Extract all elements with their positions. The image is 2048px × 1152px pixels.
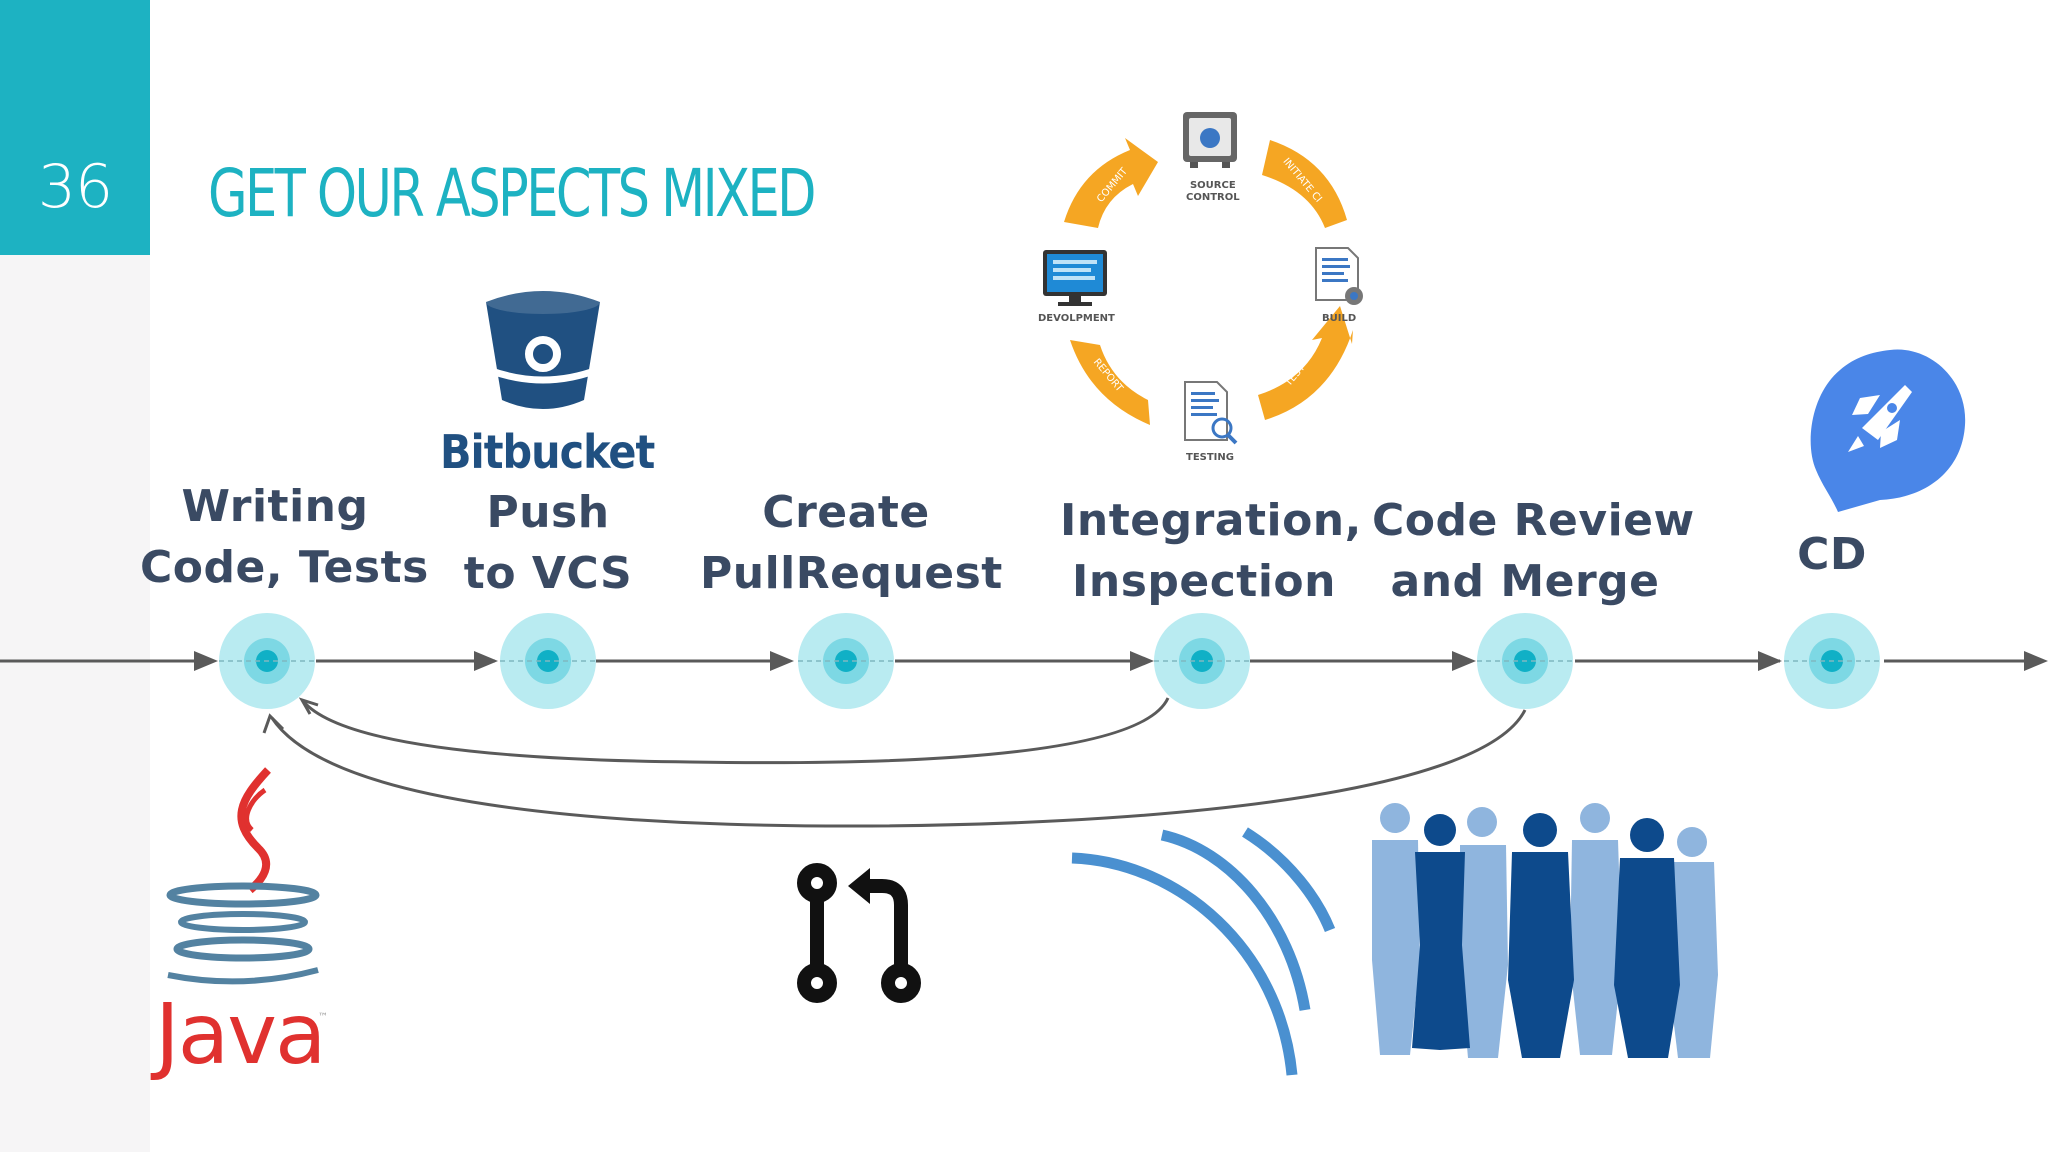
commit-arrow (1064, 138, 1158, 228)
step-node (798, 613, 894, 709)
step-label-line1: Create (762, 487, 930, 538)
ci-development-label: DEVOLPMENT (1038, 313, 1115, 324)
java-logo-icon (166, 767, 320, 985)
testing-document-icon (1184, 381, 1238, 445)
feedback-loops (262, 697, 1527, 828)
step-label-line1: Integration, (1060, 495, 1362, 546)
ci-source-label-line1: SOURCE (1189, 180, 1236, 191)
feedback-loop-review (270, 709, 1527, 828)
step-label-line1: Writing (181, 481, 369, 532)
step-label-cd: CD (1772, 524, 1892, 585)
report-arrow (1070, 340, 1150, 425)
slide-number-box (0, 0, 150, 255)
test-arrow (1258, 306, 1353, 420)
step-label-line1: Code Review (1372, 495, 1695, 546)
source-control-icon (1183, 112, 1237, 168)
step-label-push: Push to VCS (438, 482, 658, 604)
step-label-line1: Push (486, 487, 610, 538)
signal-arcs-icon (1071, 827, 1336, 1076)
ci-testing-label: TESTING (1186, 452, 1234, 463)
slide-title: GET OUR ASPECTS MIXED (208, 155, 816, 232)
step-node (1784, 613, 1880, 709)
people-silhouette-icon (1372, 803, 1718, 1058)
step-label-code-review: Code Review and Merge (1372, 490, 1695, 612)
timeline-nodes (219, 613, 1880, 709)
rocket-icon (1810, 349, 1966, 512)
step-node (1154, 613, 1250, 709)
pull-request-arrow (848, 868, 870, 904)
ci-cycle-icon (1043, 112, 1363, 445)
pull-request-icon (797, 863, 921, 1003)
step-label-line2: and Merge (1390, 556, 1660, 607)
step-node (500, 613, 596, 709)
step-label-create-pr: Create PullRequest (700, 482, 1003, 604)
initiate-arrow (1262, 140, 1347, 228)
step-label-line2: to VCS (463, 548, 633, 599)
step-label-line2: Inspection (1072, 556, 1336, 607)
step-node (219, 613, 315, 709)
timeline-arrowheads (194, 651, 2048, 671)
bitbucket-wordmark: Bitbucket (440, 425, 655, 479)
step-label-line2: Code, Tests (140, 542, 429, 593)
step-label-line2: PullRequest (700, 548, 1003, 599)
build-document-icon (1315, 247, 1363, 305)
step-node (1477, 613, 1573, 709)
step-label-integration: Integration, Inspection (1060, 490, 1362, 612)
bitbucket-logo-icon (486, 290, 600, 409)
development-monitor-icon (1043, 250, 1107, 306)
ci-build-label: BUILD (1322, 313, 1357, 324)
feedback-arrow-review (262, 713, 285, 734)
feedback-loop-integration (301, 697, 1170, 765)
java-trademark: ™ (318, 1012, 328, 1023)
slide-number: 36 (37, 152, 113, 222)
feedback-arrow-integration (298, 697, 319, 715)
ci-source-control-label: SOURCE CONTROL (1186, 180, 1240, 204)
step-label-writing-code: Writing Code, Tests (140, 476, 429, 598)
ci-source-label-line2: CONTROL (1186, 192, 1240, 203)
step-label-line1: CD (1797, 529, 1867, 580)
java-wordmark: Java (155, 985, 326, 1083)
